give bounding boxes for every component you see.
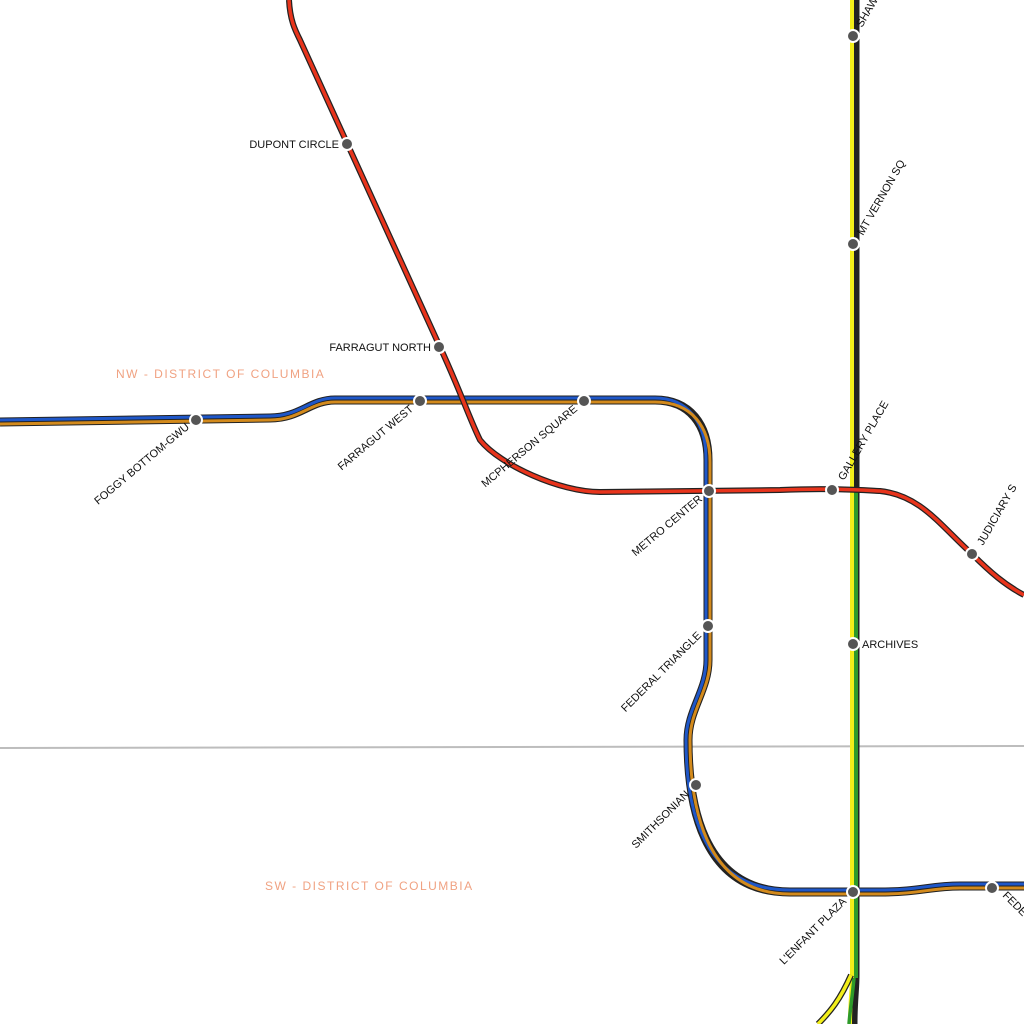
region-label-nw: NW - DISTRICT OF COLUMBIA: [116, 367, 325, 381]
station-farragut-north[interactable]: FARRAGUT NORTH: [329, 340, 446, 354]
station-marker: [702, 484, 716, 498]
station-label-gallery-place: GALLERY PLACE: [836, 399, 891, 482]
station-label-federal-center: FEDE: [1000, 890, 1024, 919]
station-lenfant-plaza[interactable]: L'ENFANT PLAZA: [777, 885, 860, 967]
station-marker: [689, 778, 703, 792]
station-label-smithsonian: SMITHSONIAN: [630, 789, 693, 852]
station-label-archives: ARCHIVES: [862, 639, 918, 651]
station-label-foggy-bottom-gwu: FOGGY BOTTOM-GWU: [92, 421, 192, 507]
station-metro-center[interactable]: METRO CENTER: [630, 484, 716, 559]
station-marker: [825, 483, 839, 497]
station-label-lenfant-plaza: L'ENFANT PLAZA: [777, 895, 849, 967]
station-label-farragut-north: FARRAGUT NORTH: [329, 342, 431, 354]
green-yellow-line: [815, 0, 860, 1024]
station-smithsonian[interactable]: SMITHSONIAN: [630, 778, 703, 852]
station-marker: [577, 394, 591, 408]
station-label-farragut-west: FARRAGUT WEST: [336, 403, 416, 473]
station-marker: [846, 237, 860, 251]
station-marker: [985, 881, 999, 895]
station-marker: [846, 637, 860, 651]
station-marker: [432, 340, 446, 354]
red-line: [286, 0, 1024, 598]
station-marker: [340, 137, 354, 151]
station-marker: [413, 394, 427, 408]
station-marker: [189, 413, 203, 427]
station-marker: [701, 619, 715, 633]
station-judiciary-square[interactable]: JUDICIARY S: [965, 483, 1020, 561]
region-label-sw: SW - DISTRICT OF COLUMBIA: [265, 879, 474, 893]
station-label-judiciary-square: JUDICIARY S: [975, 483, 1019, 548]
station-archives[interactable]: ARCHIVES: [846, 637, 918, 651]
station-farragut-west[interactable]: FARRAGUT WEST: [336, 394, 427, 473]
station-label-mt-vernon-sq: MT VERNON SQ: [855, 158, 908, 238]
station-label-dupont-circle: DUPONT CIRCLE: [249, 139, 339, 151]
station-label-metro-center: METRO CENTER: [630, 493, 705, 559]
station-label-federal-triangle: FEDERAL TRIANGLE: [619, 630, 704, 715]
quadrant-boundary: [0, 745, 1024, 749]
station-marker: [846, 885, 860, 899]
station-dupont-circle[interactable]: DUPONT CIRCLE: [249, 137, 354, 151]
station-marker: [846, 29, 860, 43]
station-foggy-bottom-gwu[interactable]: FOGGY BOTTOM-GWU: [92, 413, 203, 507]
blue-orange-line: [0, 395, 1024, 897]
station-marker: [965, 547, 979, 561]
